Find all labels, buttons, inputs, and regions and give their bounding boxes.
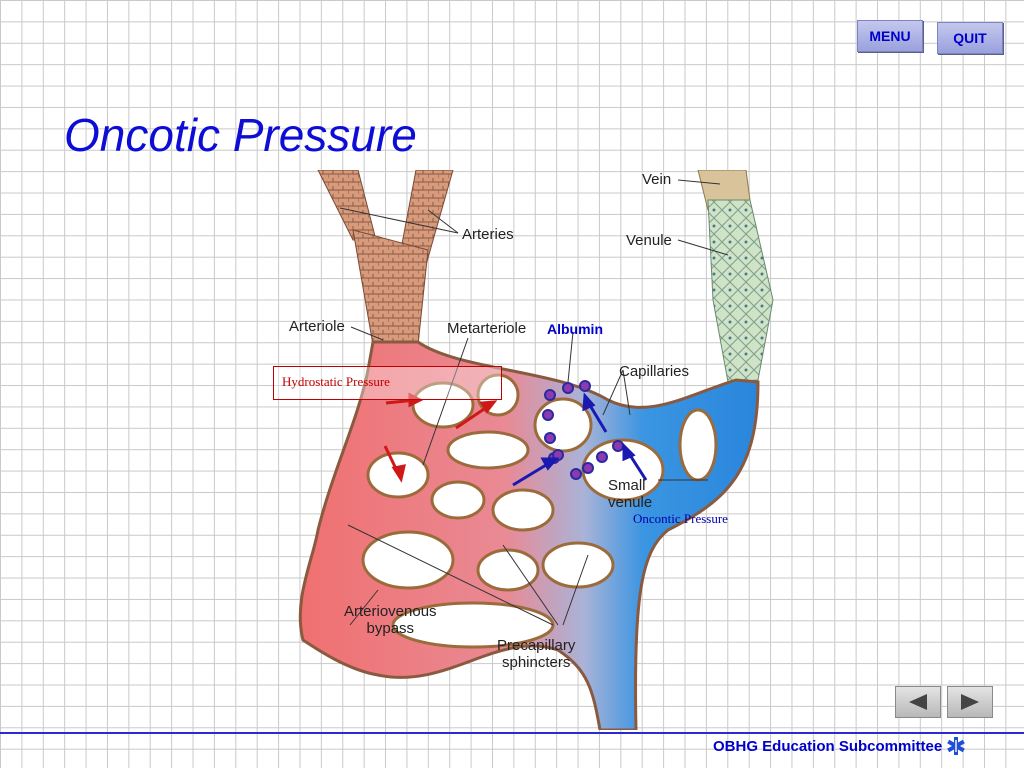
label-albumin: Albumin (547, 321, 603, 337)
label-vein: Vein (642, 171, 672, 188)
menu-button[interactable]: MENU (857, 20, 923, 52)
footer-text: OBHG Education Subcommittee (713, 737, 943, 755)
page-title: Oncotic Pressure (64, 109, 417, 161)
label-capillaries: Capillaries (619, 363, 690, 380)
capillary-bed-illustration (298, 170, 774, 730)
capillary-bed-diagram (258, 170, 778, 730)
footer: OBHG Education Subcommittee (713, 736, 966, 756)
label-metarteriole: Metarteriole (447, 320, 527, 337)
label-arteriovenous-bypass: Arteriovenous bypass (344, 603, 437, 637)
previous-slide-button[interactable] (895, 686, 941, 718)
label-hydrostatic-pressure: Hydrostatic Pressure (282, 374, 390, 389)
label-precapillary-sphincters: Precapillary sphincters (497, 637, 576, 671)
right-arrow-icon (961, 694, 979, 710)
quit-button[interactable]: QUIT (937, 22, 1003, 54)
left-arrow-icon (909, 694, 927, 710)
next-slide-button[interactable] (947, 686, 993, 718)
label-venule: Venule (626, 232, 672, 249)
hydrostatic-pressure-box: Hydrostatic Pressure (273, 366, 502, 400)
star-of-life-icon (947, 737, 965, 755)
label-small-venule: Small venule (608, 477, 653, 511)
label-arteries: Arteries (462, 226, 514, 243)
footer-divider (0, 732, 1024, 734)
label-oncotic-pressure: Oncontic Pressure (633, 511, 728, 526)
label-arteriole: Arteriole (289, 318, 345, 335)
